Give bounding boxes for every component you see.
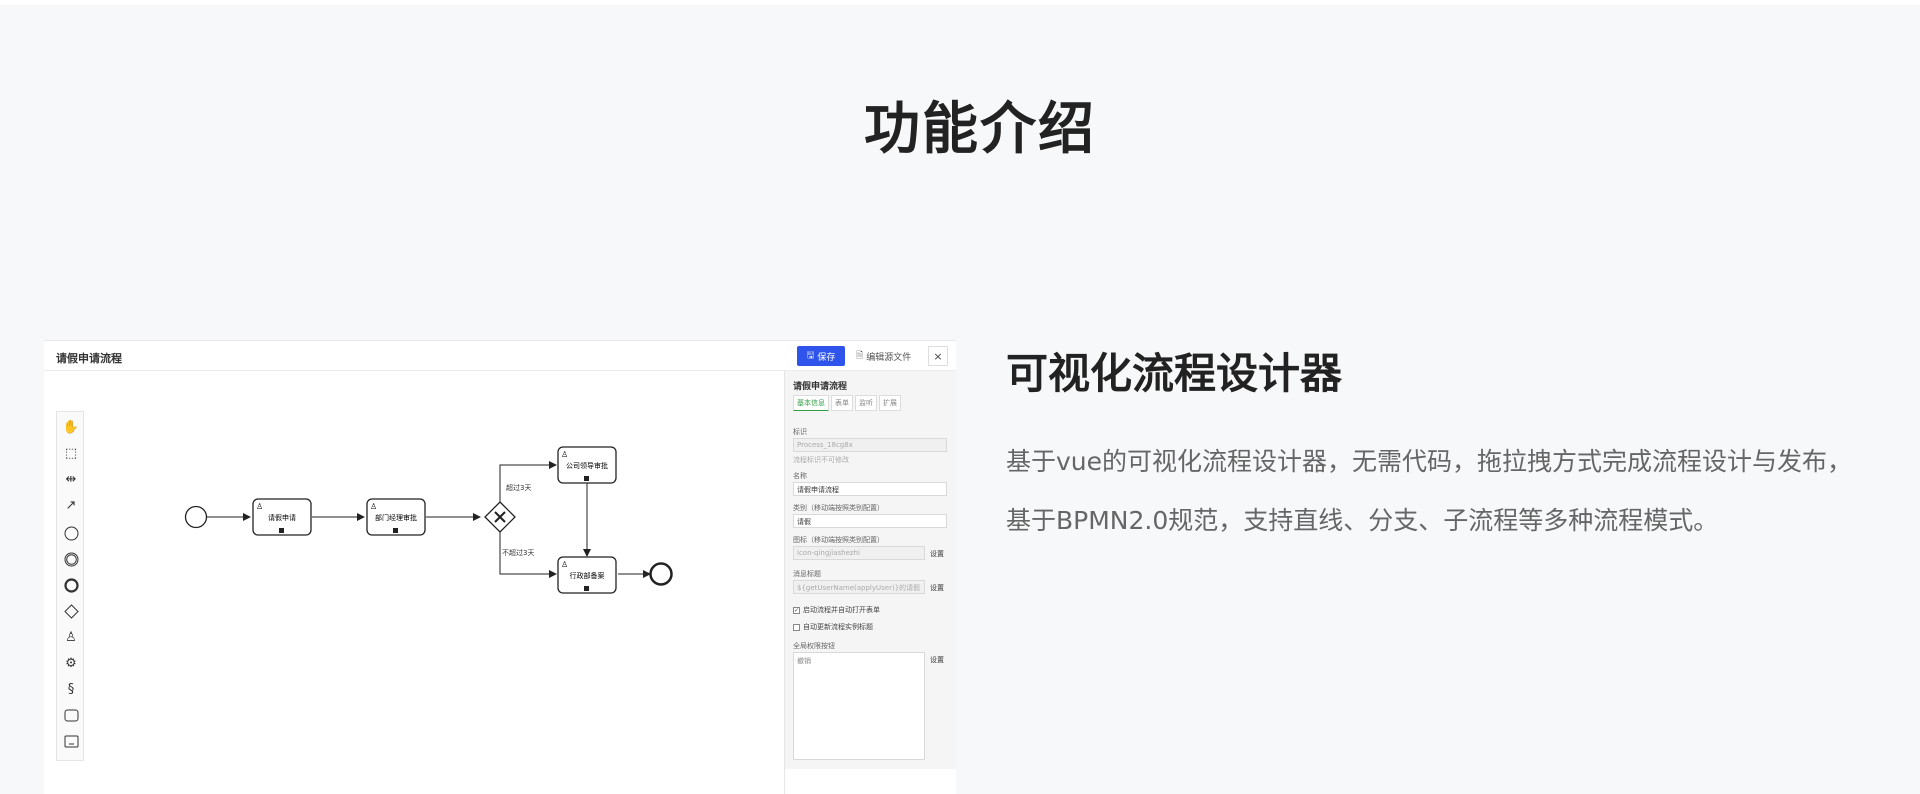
save-button[interactable]: 🖫 保存	[797, 346, 845, 366]
svg-text:♙: ♙	[256, 502, 263, 511]
props-tabs: 基本信息 表单 监听 扩展	[793, 395, 901, 411]
message-set-button[interactable]: 设置	[930, 584, 944, 592]
subprocess-icon[interactable]	[62, 732, 80, 750]
flow-edge[interactable]	[499, 461, 557, 502]
feature-desc-line: 基于BPMN2.0规范，支持直线、分支、子流程等多种流程模式。	[1006, 506, 1719, 535]
auto-update-title-label: 自动更新流程实例标题	[803, 623, 873, 631]
exclusive-gateway[interactable]	[484, 501, 516, 533]
save-label: 保存	[817, 352, 836, 363]
designer-header: 请假申请流程 🖫 保存 🗎 编辑源文件 ×	[44, 341, 956, 371]
svg-text:请假申请: 请假申请	[268, 513, 296, 522]
service-task-icon[interactable]: ⚙	[65, 655, 77, 671]
message-title-label: 消息标题	[793, 570, 821, 578]
task-dept-approve[interactable]: ♙ 部门经理审批	[366, 498, 426, 536]
permission-set-button[interactable]: 设置	[930, 656, 944, 664]
category-select[interactable]: 请假	[793, 514, 947, 528]
designer-screenshot: 请假申请流程 🖫 保存 🗎 编辑源文件 × ✋ ⬚ ⇹ ↗	[44, 340, 956, 794]
tab-basic[interactable]: 基本信息	[793, 395, 829, 411]
flow-edge[interactable]	[499, 532, 557, 578]
end-event[interactable]	[649, 562, 673, 586]
task-gm-approve[interactable]: ♙ 公司领导审批	[557, 446, 617, 484]
auto-update-title-checkbox[interactable]: 自动更新流程实例标题	[793, 622, 873, 632]
edge-label-gt3: 超过3天	[506, 483, 531, 492]
start-event-icon[interactable]	[62, 524, 80, 542]
id-label: 标识	[793, 428, 807, 436]
properties-panel: 请假申请流程 基本信息 表单 监听 扩展 标识 Process_18cg8x 流…	[784, 371, 956, 794]
section-title: 功能介绍	[864, 97, 1096, 162]
svg-text:部门经理审批: 部门经理审批	[375, 513, 417, 522]
task-icon[interactable]	[62, 706, 80, 724]
auto-open-form-label: 启动流程并自动打开表单	[803, 606, 880, 614]
icon-label: 图标（移动端按照类别配置）	[793, 536, 884, 544]
save-icon: 🖫	[806, 351, 815, 361]
task-hr-record[interactable]: ♙ 行政部备案	[557, 556, 617, 594]
feature-title: 可视化流程设计器	[1006, 349, 1343, 398]
checkbox-checked-icon: ✓	[793, 606, 800, 614]
tab-extension[interactable]: 扩展	[879, 395, 901, 411]
connect-tool-icon[interactable]: ↗	[65, 497, 77, 513]
intermediate-event-icon[interactable]	[62, 550, 80, 568]
tab-listener[interactable]: 监听	[855, 395, 877, 411]
close-button[interactable]: ×	[928, 346, 948, 366]
edge-label-le3: 不超过3天	[502, 548, 534, 557]
svg-text:行政部备案: 行政部备案	[570, 571, 605, 580]
lasso-tool-icon[interactable]: ⬚	[64, 445, 78, 461]
feature-description: 基于vue的可视化流程设计器，无需代码，拖拉拽方式完成流程设计与发布， 基于BP…	[1006, 432, 1916, 550]
gateway-icon[interactable]	[62, 602, 80, 620]
category-label: 类别（移动端按照类别配置）	[793, 504, 884, 512]
file-icon: 🗎	[856, 351, 864, 361]
end-event-icon[interactable]	[62, 576, 80, 594]
svg-text:♙: ♙	[561, 560, 568, 569]
properties-body: 请假申请流程 基本信息 表单 监听 扩展 标识 Process_18cg8x 流…	[785, 371, 956, 769]
script-task-icon[interactable]: §	[67, 681, 75, 697]
edit-source-button[interactable]: 🗎 编辑源文件	[856, 346, 918, 366]
svg-text:♙: ♙	[561, 450, 568, 459]
diagram-canvas[interactable]: ✋ ⬚ ⇹ ↗ ♙ ⚙ §	[44, 371, 784, 794]
tool-palette: ✋ ⬚ ⇹ ↗ ♙ ⚙ §	[56, 411, 84, 761]
icon-field[interactable]: icon-qingjiashezhi	[793, 546, 925, 560]
id-hint: 流程标识不可修改	[793, 456, 849, 464]
bpmn-diagram: ♙ 请假申请 ♙ 部门经理审批 ♙ 公司领导审批 ♙ 行政部备案	[184, 446, 673, 594]
top-divider	[0, 0, 1920, 5]
icon-set-button[interactable]: 设置	[930, 550, 944, 558]
permission-textarea[interactable]: 撤销	[793, 652, 925, 760]
svg-text:公司领导审批: 公司领导审批	[566, 461, 608, 470]
auto-open-form-checkbox[interactable]: ✓ 启动流程并自动打开表单	[793, 605, 880, 615]
id-field: Process_18cg8x	[793, 438, 947, 452]
permission-label: 全局权限按钮	[793, 642, 835, 650]
user-task-icon[interactable]: ♙	[65, 629, 77, 645]
checkbox-unchecked-icon	[793, 623, 800, 631]
name-field[interactable]: 请假申请流程	[793, 482, 947, 496]
message-title-field[interactable]: ${getUserName(applyUser)}的请假	[793, 580, 925, 594]
props-title: 请假申请流程	[793, 382, 848, 392]
process-title: 请假申请流程	[56, 352, 122, 365]
task-apply[interactable]: ♙ 请假申请	[252, 498, 312, 536]
edit-source-label: 编辑源文件	[866, 352, 912, 363]
name-label: 名称	[793, 472, 807, 480]
feature-desc-line: 基于vue的可视化流程设计器，无需代码，拖拉拽方式完成流程设计与发布，	[1006, 447, 1853, 476]
svg-text:♙: ♙	[370, 502, 377, 511]
close-icon: ×	[933, 349, 943, 363]
tab-form[interactable]: 表单	[831, 395, 853, 411]
space-tool-icon[interactable]: ⇹	[65, 471, 77, 487]
start-event[interactable]	[184, 505, 208, 529]
hand-tool-icon[interactable]: ✋	[62, 419, 80, 435]
